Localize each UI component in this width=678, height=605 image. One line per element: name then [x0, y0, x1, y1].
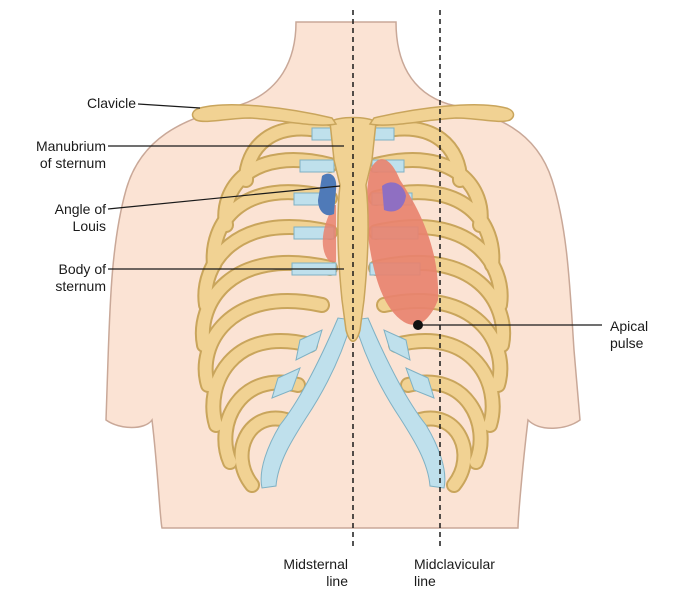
label-angle-line1: Angle of	[6, 201, 106, 218]
label-angle-line2: Louis	[6, 218, 106, 235]
label-clavicle-text: Clavicle	[87, 95, 136, 111]
label-midclavicular-line: Midclavicular line	[414, 556, 524, 590]
label-body-line2: sternum	[6, 278, 106, 295]
label-apical-line1: Apical	[610, 318, 674, 335]
label-manubrium-line1: Manubrium	[6, 138, 106, 155]
label-manubrium: Manubrium of sternum	[6, 138, 106, 172]
label-midsternal-line: Midsternal line	[272, 556, 348, 590]
label-body-line1: Body of	[6, 261, 106, 278]
label-apical-pulse: Apical pulse	[610, 318, 674, 352]
label-midclavicular-line2: line	[414, 573, 524, 590]
label-manubrium-line2: of sternum	[6, 155, 106, 172]
label-midsternal-line1: Midsternal	[272, 556, 348, 573]
label-clavicle: Clavicle	[60, 95, 136, 112]
label-angle-of-louis: Angle of Louis	[6, 201, 106, 235]
apical-pulse-marker	[413, 320, 423, 330]
label-midclavicular-line1: Midclavicular	[414, 556, 524, 573]
label-body-of-sternum: Body of sternum	[6, 261, 106, 295]
label-midsternal-line2: line	[272, 573, 348, 590]
label-apical-line2: pulse	[610, 335, 674, 352]
